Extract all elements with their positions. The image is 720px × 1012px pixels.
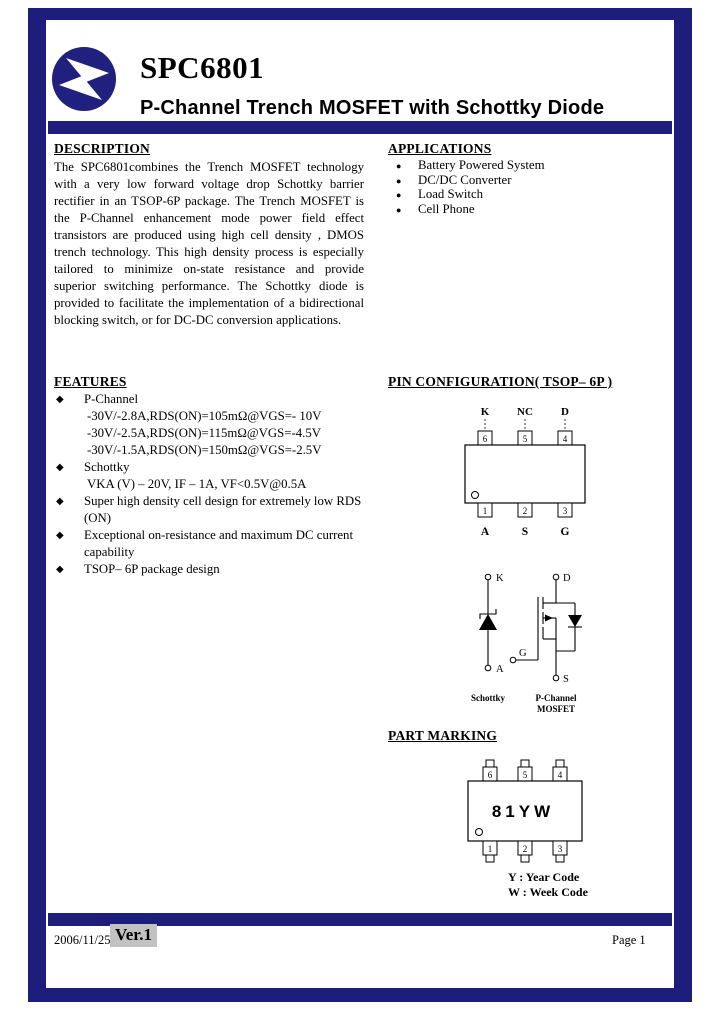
- pin-number-5: 5: [523, 434, 528, 444]
- feature-title: Super high density cell design for extre…: [84, 494, 362, 525]
- diamond-bullet-icon: ◆: [56, 462, 64, 473]
- features-heading: FEATURES: [54, 374, 127, 389]
- diamond-bullet-icon: ◆: [56, 496, 64, 507]
- terminal-label-g: G: [519, 648, 527, 659]
- terminal-label-s: S: [563, 674, 569, 685]
- applications-list: ● Battery Powered System ● DC/DC Converter…: [388, 158, 545, 216]
- diamond-bullet-icon: ◆: [56, 394, 64, 405]
- feature-item: ◆ TSOP– 6P package design: [54, 561, 374, 578]
- year-code-note: Y : Year Code: [508, 870, 580, 884]
- bullet-icon: ●: [396, 161, 402, 171]
- marking-notes: Y : Year Code W : Week Code: [508, 870, 588, 900]
- part-number-title: SPC6801: [140, 50, 265, 85]
- application-item: ● Load Switch: [388, 187, 545, 202]
- diamond-bullet-icon: ◆: [56, 564, 64, 575]
- pin-configuration-heading: PIN CONFIGURATION( TSOP– 6P ): [388, 374, 613, 389]
- feature-line: -30V/-2.5A,RDS(ON)=115mΩ@VGS=-4.5V: [87, 426, 321, 440]
- feature-line: -30V/-1.5A,RDS(ON)=150mΩ@VGS=-2.5V: [87, 443, 322, 457]
- application-item: ● Cell Phone: [388, 202, 545, 217]
- pin-configuration-diagram: K NC D 6 5 4 1 2 3 A S: [464, 406, 586, 538]
- diamond-bullet-icon: ◆: [56, 530, 64, 541]
- company-logo: [50, 45, 118, 113]
- footer-page-number: Page 1: [612, 933, 646, 947]
- marking-pin-5: 5: [523, 770, 528, 780]
- application-label: Load Switch: [418, 187, 484, 202]
- pin-label-nc: NC: [517, 406, 533, 418]
- mosfet-caption-line2: MOSFET: [537, 704, 575, 714]
- marking-code: 81YW: [492, 802, 554, 821]
- pin-number-1: 1: [483, 506, 488, 516]
- pin-label-s: S: [522, 526, 528, 538]
- feature-line: VKA (V) – 20V, IF – 1A, VF<0.5V@0.5A: [87, 477, 307, 491]
- feature-item: ◆ P-Channel -30V/-2.8A,RDS(ON)=105mΩ@VGS…: [54, 391, 374, 459]
- description-heading: DESCRIPTION: [54, 141, 150, 156]
- pin-label-g: G: [561, 526, 570, 538]
- pin-number-4: 4: [563, 434, 568, 444]
- marking-bottom-pins: 1 2 3: [482, 840, 568, 863]
- application-item: ● DC/DC Converter: [388, 173, 545, 188]
- feature-title: P-Channel: [84, 392, 139, 406]
- marking-pin-4: 4: [558, 770, 563, 780]
- footer-divider-bar: [48, 913, 672, 926]
- marking-top-pins: 6 5 4: [482, 759, 568, 782]
- schottky-caption: Schottky: [471, 693, 506, 703]
- pin1-indicator-dot: [471, 491, 479, 499]
- bullet-icon: ●: [396, 175, 402, 186]
- feature-item: ◆ Schottky VKA (V) – 20V, IF – 1A, VF<0.…: [54, 459, 374, 493]
- logo-icon: [52, 47, 116, 111]
- application-item: ● Battery Powered System: [388, 158, 545, 173]
- terminal-label-k: K: [496, 573, 504, 584]
- pin-number-6: 6: [483, 434, 488, 444]
- header-divider-bar: [48, 121, 672, 134]
- top-pins: 6 5 4: [477, 430, 573, 446]
- bottom-pins: 1 2 3: [477, 502, 573, 518]
- footer-date: 2006/11/25: [54, 933, 111, 947]
- label-connector-lines: [484, 419, 566, 431]
- feature-title: TSOP– 6P package design: [84, 562, 220, 576]
- terminal-label-d: D: [563, 573, 571, 584]
- bullet-icon: ●: [396, 204, 402, 215]
- schottky-diode-symbol: K A Schottky: [471, 573, 506, 703]
- pin-number-2: 2: [523, 506, 528, 516]
- pin-label-a: A: [481, 526, 490, 538]
- feature-title: Exceptional on-resistance and maximum DC…: [84, 528, 354, 559]
- part-marking-heading: PART MARKING: [388, 728, 498, 743]
- marking-pin-1: 1: [488, 844, 493, 854]
- marking-pin-6: 6: [488, 770, 493, 780]
- package-body-outline: [464, 444, 586, 504]
- pin-label-k: K: [481, 406, 490, 418]
- week-code-note: W : Week Code: [508, 885, 588, 899]
- body-diode: [568, 615, 582, 627]
- feature-line: -30V/-2.8A,RDS(ON)=105mΩ@VGS=- 10V: [87, 409, 322, 423]
- marking-pin1-dot: [475, 828, 483, 836]
- feature-item: ◆ Exceptional on-resistance and maximum …: [54, 527, 374, 561]
- features-list: ◆ P-Channel -30V/-2.8A,RDS(ON)=105mΩ@VGS…: [54, 391, 374, 578]
- top-pin-labels: K NC D: [481, 406, 569, 418]
- applications-heading: APPLICATIONS: [388, 141, 492, 156]
- pchannel-mosfet-symbol: D G S P-Channel MOSFET: [509, 573, 582, 714]
- marking-pin-3: 3: [558, 844, 563, 854]
- part-marking-diagram: 6 5 4 81YW 1 2 3: [467, 759, 583, 863]
- marking-pin-2: 2: [523, 844, 528, 854]
- feature-item: ◆ Super high density cell design for ext…: [54, 493, 374, 527]
- application-label: Cell Phone: [418, 201, 475, 216]
- pin-label-d: D: [561, 406, 569, 418]
- feature-title: Schottky: [84, 460, 130, 474]
- mosfet-caption-line1: P-Channel: [535, 693, 577, 703]
- terminal-label-a: A: [496, 664, 504, 675]
- bullet-icon: ●: [396, 190, 402, 201]
- pin-number-3: 3: [563, 506, 568, 516]
- application-label: DC/DC Converter: [418, 172, 512, 187]
- footer-version-badge: Ver.1: [110, 924, 157, 947]
- equivalent-circuit-schematic: K A Schottky D G: [471, 573, 582, 714]
- page-subtitle: P-Channel Trench MOSFET with Schottky Di…: [140, 97, 605, 119]
- bottom-pin-labels: A S G: [481, 526, 570, 538]
- description-body: The SPC6801combines the Trench MOSFET te…: [54, 160, 364, 327]
- application-label: Battery Powered System: [418, 158, 545, 172]
- page-border-frame: [28, 8, 692, 1002]
